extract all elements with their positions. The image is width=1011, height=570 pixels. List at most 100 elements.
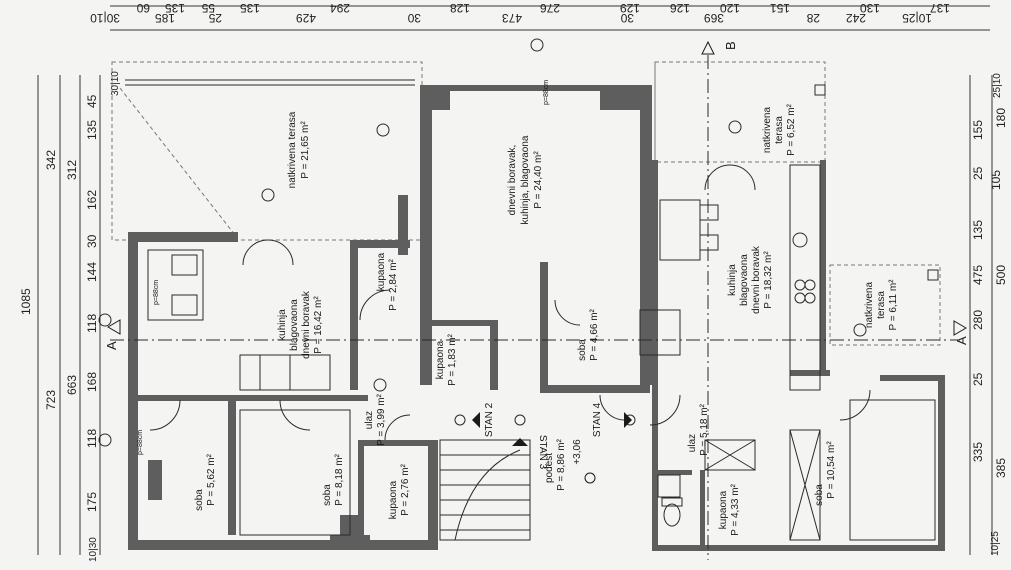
- dim-right-1025: 10|25: [990, 531, 1001, 556]
- room-name-2: terasa: [876, 291, 887, 319]
- left-dim-labels: 1085 342 723 312 663 45 135 162 30 144 1…: [19, 71, 121, 562]
- dim-left-3010: 30|10: [110, 71, 121, 96]
- room-area: P = 4,33 m²: [730, 483, 741, 535]
- room-area: P = 5,18 m²: [699, 403, 710, 455]
- dim-left-723: 723: [44, 390, 58, 410]
- dim-left-144: 144: [85, 262, 99, 282]
- room-kupaona-c: kupaona P = 2,76 m²: [388, 463, 411, 519]
- dim-top-5: 294: [330, 1, 350, 15]
- room-area: P = 6,11 m²: [888, 279, 899, 331]
- dim-top-b4: 429: [296, 11, 316, 25]
- room-ulaz-left: ulaz P = 3,99 m²: [364, 393, 387, 445]
- room-name: kupaona: [718, 490, 729, 529]
- dim-top-2: 135: [165, 1, 185, 15]
- detail-lines: [98, 38, 960, 560]
- stan4-arrow-icon: [624, 412, 632, 428]
- room-name: soba: [194, 489, 205, 511]
- dim-top-4: 135: [240, 1, 260, 15]
- dim-right-500: 500: [994, 265, 1008, 285]
- stan3-label: STAN 3: [537, 435, 548, 470]
- dim-left-175: 175: [85, 492, 99, 512]
- room-area: P = 8,86 m²: [556, 438, 567, 490]
- dim-left-118b: 118: [85, 429, 99, 448]
- dim-top-9: 126: [670, 1, 690, 15]
- dim-right-385: 385: [994, 458, 1008, 478]
- dim-right-180: 180: [994, 108, 1008, 128]
- room-terasa-top: natkrivena terasa P = 21,65 m²: [287, 111, 311, 188]
- room-soba-1054: soba P = 10,54 m²: [814, 441, 837, 506]
- room-name: soba: [814, 484, 825, 506]
- level-marker-icon: [584, 472, 596, 484]
- room-area: P = 18,32 m²: [763, 251, 774, 309]
- room-kupaona-b: kupaona P = 1,83 m²: [435, 333, 458, 385]
- room-name-2: blagovaona: [289, 299, 300, 351]
- room-area: P = 2,76 m²: [400, 463, 411, 515]
- room-area: P = 24,40 m²: [533, 151, 544, 209]
- room-name: kuhinja: [727, 264, 738, 296]
- room-name: kupaona: [435, 340, 446, 379]
- room-terasa-right: natkrivena terasa P = 6,52 m²: [762, 103, 797, 155]
- room-area: P = 21,65 m²: [300, 121, 311, 179]
- dim-left-30: 30: [85, 234, 99, 248]
- dim-top-b9: 28: [806, 11, 820, 25]
- room-area: P = 10,54 m²: [826, 441, 837, 499]
- dim-top-11: 151: [770, 1, 790, 15]
- dim-left-312: 312: [65, 160, 79, 180]
- dim-top-b6: 473: [502, 11, 522, 25]
- dim-top-1: 60: [136, 1, 150, 15]
- room-name: natkrivena: [762, 106, 773, 153]
- dim-left-118a: 118: [85, 314, 99, 333]
- dim-left-342: 342: [44, 150, 58, 170]
- section-a-right: A: [954, 336, 969, 345]
- room-name: ulaz: [687, 434, 698, 452]
- stan4-label: STAN 4: [592, 402, 603, 437]
- room-area: P = 8,18 m²: [334, 453, 345, 505]
- room-area: P = 16,42 m²: [313, 296, 324, 354]
- room-name: kupaona: [376, 252, 387, 291]
- section-markers: A A B: [104, 40, 969, 350]
- stan2-arrow-icon: [472, 412, 480, 428]
- dim-top-3: 55: [201, 1, 215, 15]
- right-dim-labels: 25|10 180 105 500 385 10|25 155 25 135 4…: [971, 73, 1008, 556]
- room-area: P = 3,99 m²: [376, 393, 387, 445]
- small-annotations: p=88cm p=88cm p=88cm: [137, 80, 550, 455]
- dim-top-b5: 30: [407, 11, 421, 25]
- room-area: P = 6,52 m²: [786, 103, 797, 155]
- dim-left-135: 135: [85, 120, 99, 140]
- room-name: soba: [322, 484, 333, 506]
- room-soba-818: soba P = 8,18 m²: [322, 453, 345, 505]
- section-a-left: A: [104, 341, 119, 350]
- dim-top-12: 130: [860, 1, 880, 15]
- top-dim-labels-lower: 30|10 185 25 429 30 473 30 369 28 242 10…: [90, 11, 932, 25]
- dim-top-b11: 10|25: [902, 11, 932, 25]
- dim-top-b10: 242: [846, 11, 866, 25]
- section-b-top-arrow-icon: [701, 40, 715, 55]
- dim-top-13: 137: [930, 1, 950, 15]
- apartment-markers: STAN 2 STAN 4 STAN 3 +3,06: [472, 402, 632, 484]
- room-name-2: blagovaona: [739, 254, 750, 306]
- section-a-left-arrow-icon: [107, 319, 121, 335]
- room-name: podest: [544, 453, 555, 483]
- room-soba-562: soba P = 5,62 m²: [194, 453, 217, 510]
- stan3-arrow-icon: [512, 438, 528, 446]
- dim-right-155: 155: [971, 120, 985, 140]
- annotation-2: p=88cm: [153, 280, 160, 305]
- stan2-label: STAN 2: [484, 402, 495, 437]
- room-area: P = 4,66 m²: [589, 308, 600, 360]
- room-name-2: kuhinja, blagovaona: [520, 135, 531, 224]
- dim-top-7: 276: [540, 1, 560, 15]
- right-dimension-chain: [969, 75, 993, 555]
- dim-top-b3: 25: [208, 11, 222, 25]
- room-labels: natkrivena terasa P = 21,65 m² dnevni bo…: [194, 103, 899, 535]
- annotation-3: p=88cm: [137, 430, 144, 455]
- room-ulaz-right: ulaz P = 5,18 m²: [687, 403, 710, 455]
- room-soba-466: soba P = 4,66 m²: [577, 308, 600, 360]
- dim-top-8: 129: [620, 1, 640, 15]
- room-terasa-r2: natkrivena terasa P = 6,11 m²: [864, 279, 899, 331]
- annotation-1: p=88cm: [543, 80, 550, 105]
- left-dimension-chain: [37, 75, 101, 555]
- dim-left-663: 663: [65, 375, 79, 395]
- room-kupaona-a: kupaona P = 2,84 m²: [376, 252, 399, 311]
- walls: [128, 85, 945, 551]
